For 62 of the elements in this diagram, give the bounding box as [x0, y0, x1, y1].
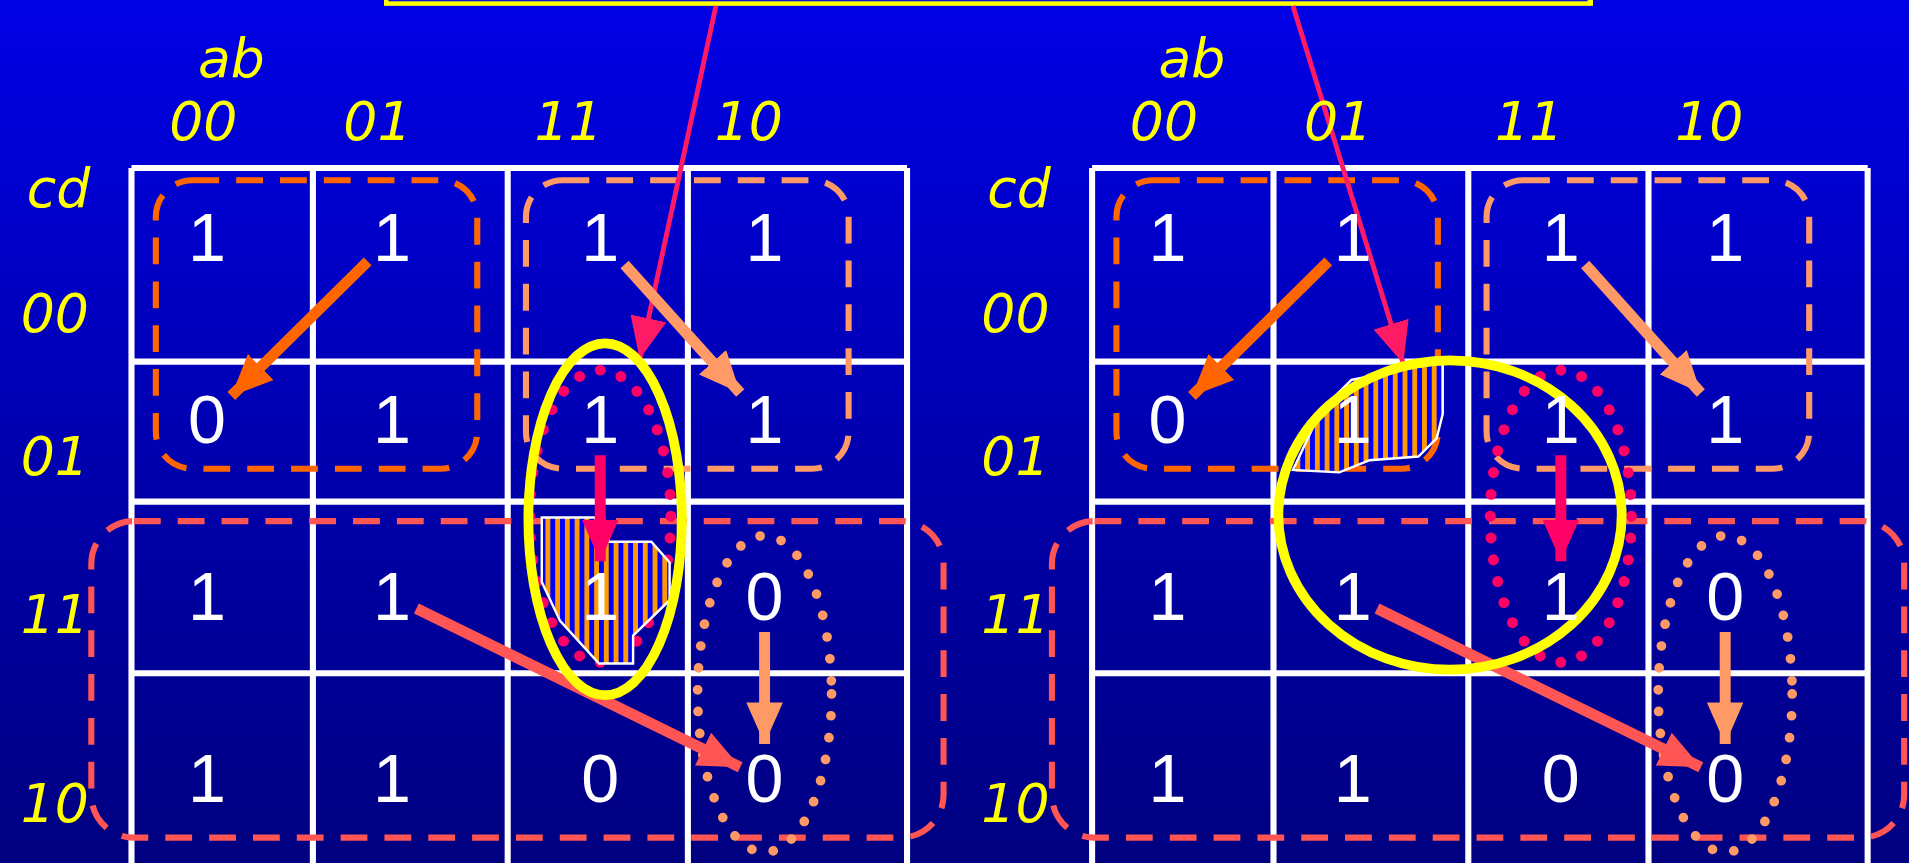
axis-label: 00: [169, 94, 238, 149]
arrow: [1188, 257, 1333, 400]
cell-value: 1: [578, 387, 623, 453]
arrow: [227, 257, 372, 400]
cell-value: 0: [1538, 746, 1583, 813]
cell-value: 0: [1145, 387, 1190, 453]
axis-label: 01: [981, 429, 1050, 484]
cell-value: 1: [370, 563, 414, 630]
cell-value: 1: [578, 204, 623, 271]
cell-value: 0: [742, 563, 787, 630]
cell-value: 1: [185, 204, 229, 271]
cell-value: 1: [185, 563, 229, 630]
cell-value: 1: [1538, 563, 1583, 630]
axis-label: ab: [197, 31, 265, 86]
cell-value: 1: [1538, 204, 1583, 271]
cell-value: 1: [742, 204, 787, 271]
cell-value: 1: [1330, 563, 1375, 630]
axis-label: 00: [20, 287, 89, 341]
axis-label: 01: [20, 429, 89, 484]
cell-value: 1: [1145, 204, 1190, 271]
cell-value: 1: [1145, 746, 1190, 813]
cell-value: 1: [370, 204, 414, 271]
axis-label: 00: [981, 287, 1050, 341]
cell-value: 1: [370, 746, 414, 813]
arrow: [1290, 5, 1409, 365]
axis-label: cd: [987, 161, 1051, 216]
axis-label: 11: [20, 588, 89, 642]
cell-value: 1: [185, 746, 229, 813]
arrow: [581, 455, 619, 562]
axis-label: ab: [1158, 31, 1226, 86]
cell-value: 1: [1538, 387, 1583, 453]
arrow: [620, 260, 745, 397]
cell-value: 1: [1330, 746, 1375, 813]
axis-label: 11: [981, 588, 1050, 642]
cell-value: 0: [1703, 563, 1748, 630]
axis-label: 11: [534, 94, 603, 149]
arrow: [413, 603, 743, 773]
axis-label: 00: [1129, 94, 1198, 149]
axis-label: 01: [343, 94, 412, 149]
axis-label: 11: [1495, 94, 1564, 149]
cell-value: 1: [1330, 387, 1375, 453]
axis-label: cd: [26, 161, 91, 216]
arrow: [746, 631, 783, 744]
cell-value: 0: [742, 746, 787, 813]
cell-value: 1: [742, 387, 787, 453]
arrow: [1581, 260, 1705, 397]
arrow: [630, 5, 719, 360]
cell-value: 1: [578, 563, 623, 630]
axis-label: 10: [714, 94, 783, 149]
cell-value: 0: [578, 746, 623, 813]
arrow: [1706, 631, 1744, 744]
cell-value: 0: [185, 387, 229, 453]
cell-value: 1: [1703, 387, 1748, 453]
axis-label: 10: [1675, 94, 1744, 149]
arrow: [1542, 455, 1580, 562]
cell-value: 1: [1145, 563, 1190, 630]
cell-value: 0: [1703, 746, 1748, 813]
axis-label: 10: [20, 776, 89, 831]
axis-label: 10: [981, 776, 1050, 831]
arrow: [1374, 603, 1704, 773]
cell-value: 1: [370, 387, 414, 453]
cell-value: 1: [1703, 204, 1748, 271]
